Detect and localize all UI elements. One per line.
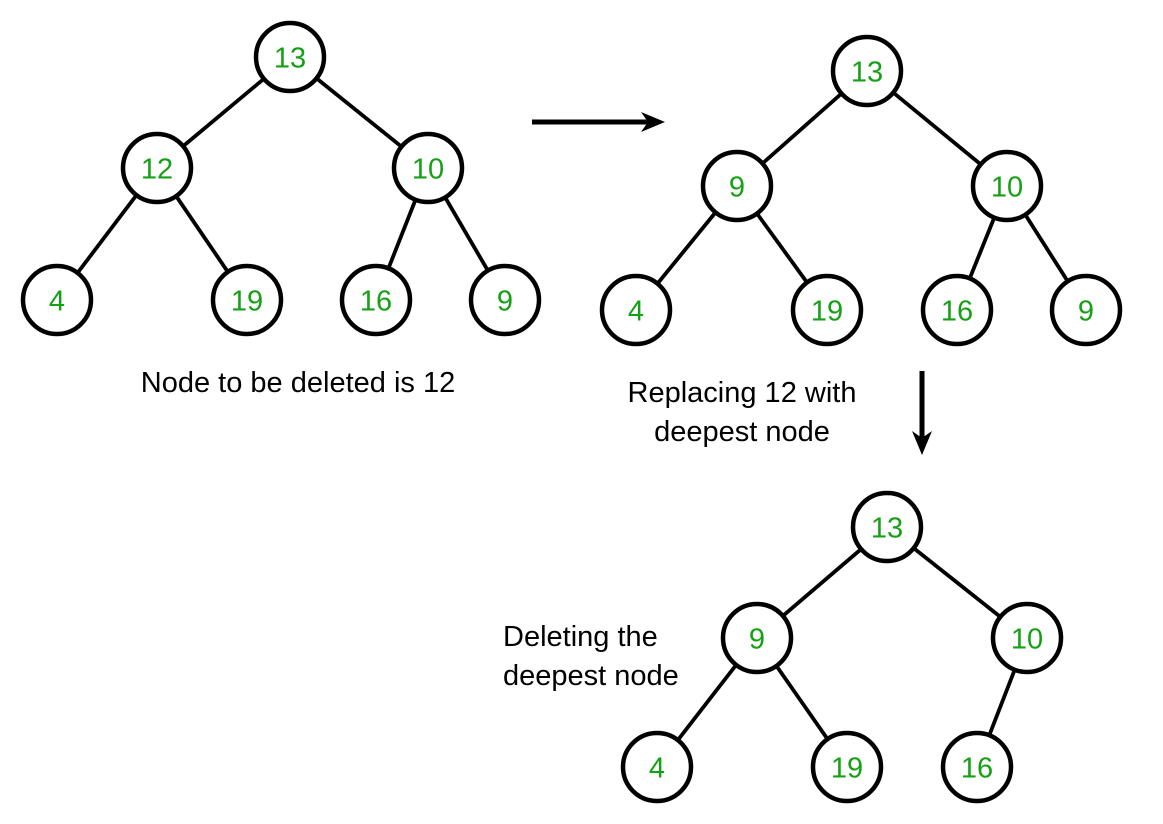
caption-line: Deleting the [503, 621, 658, 653]
node-label-13: 13 [871, 512, 903, 544]
node-circle-16 [920, 273, 994, 347]
right-arrow-icon [532, 112, 665, 132]
node-label-16: 16 [941, 295, 973, 327]
node-label-9: 9 [749, 623, 765, 655]
arrow-head [912, 431, 932, 455]
node-label-10: 10 [412, 153, 444, 185]
node-circle-9 [1049, 273, 1123, 347]
caption-line: deepest node [654, 416, 830, 448]
node-label-13: 13 [274, 42, 306, 74]
node-label-16: 16 [961, 752, 993, 784]
node-circle-16 [339, 263, 413, 337]
node-circle-13 [850, 490, 924, 564]
node-label-4: 4 [49, 285, 65, 317]
node-circle-4 [20, 263, 94, 337]
node-label-4: 4 [628, 295, 644, 327]
node-circle-10 [970, 149, 1044, 223]
node-label-19: 19 [811, 295, 843, 327]
node-label-13: 13 [851, 56, 883, 88]
caption-line: deepest node [503, 660, 679, 692]
node-circle-13 [830, 34, 904, 108]
node-circle-19 [790, 273, 864, 347]
node-circle-4 [599, 273, 673, 347]
node-circle-16 [940, 730, 1014, 804]
node-circle-19 [210, 263, 284, 337]
node-label-9: 9 [729, 171, 745, 203]
node-circle-9 [468, 263, 542, 337]
node-label-19: 19 [831, 752, 863, 784]
tree-after-deletion: 13 9 10 4 19 16 Deleting the deepest node [503, 490, 1064, 804]
node-circle-13 [253, 20, 327, 94]
node-circle-9 [720, 601, 794, 675]
node-circle-4 [620, 730, 694, 804]
node-label-9: 9 [497, 285, 513, 317]
node-label-4: 4 [649, 752, 665, 784]
node-circle-12 [120, 131, 194, 205]
node-label-10: 10 [1011, 623, 1043, 655]
node-label-19: 19 [231, 285, 263, 317]
caption-line: Replacing 12 with [628, 377, 857, 409]
down-arrow-icon [912, 371, 932, 455]
node-label-10: 10 [991, 171, 1023, 203]
node-label-16: 16 [360, 285, 392, 317]
node-circle-9 [700, 149, 774, 223]
caption-line: Node to be deleted is 12 [141, 367, 455, 399]
arrow-head [641, 112, 665, 132]
node-circle-10 [990, 601, 1064, 675]
node-circle-10 [391, 131, 465, 205]
node-label-9: 9 [1078, 295, 1094, 327]
node-label-12: 12 [141, 153, 173, 185]
node-circle-19 [810, 730, 884, 804]
